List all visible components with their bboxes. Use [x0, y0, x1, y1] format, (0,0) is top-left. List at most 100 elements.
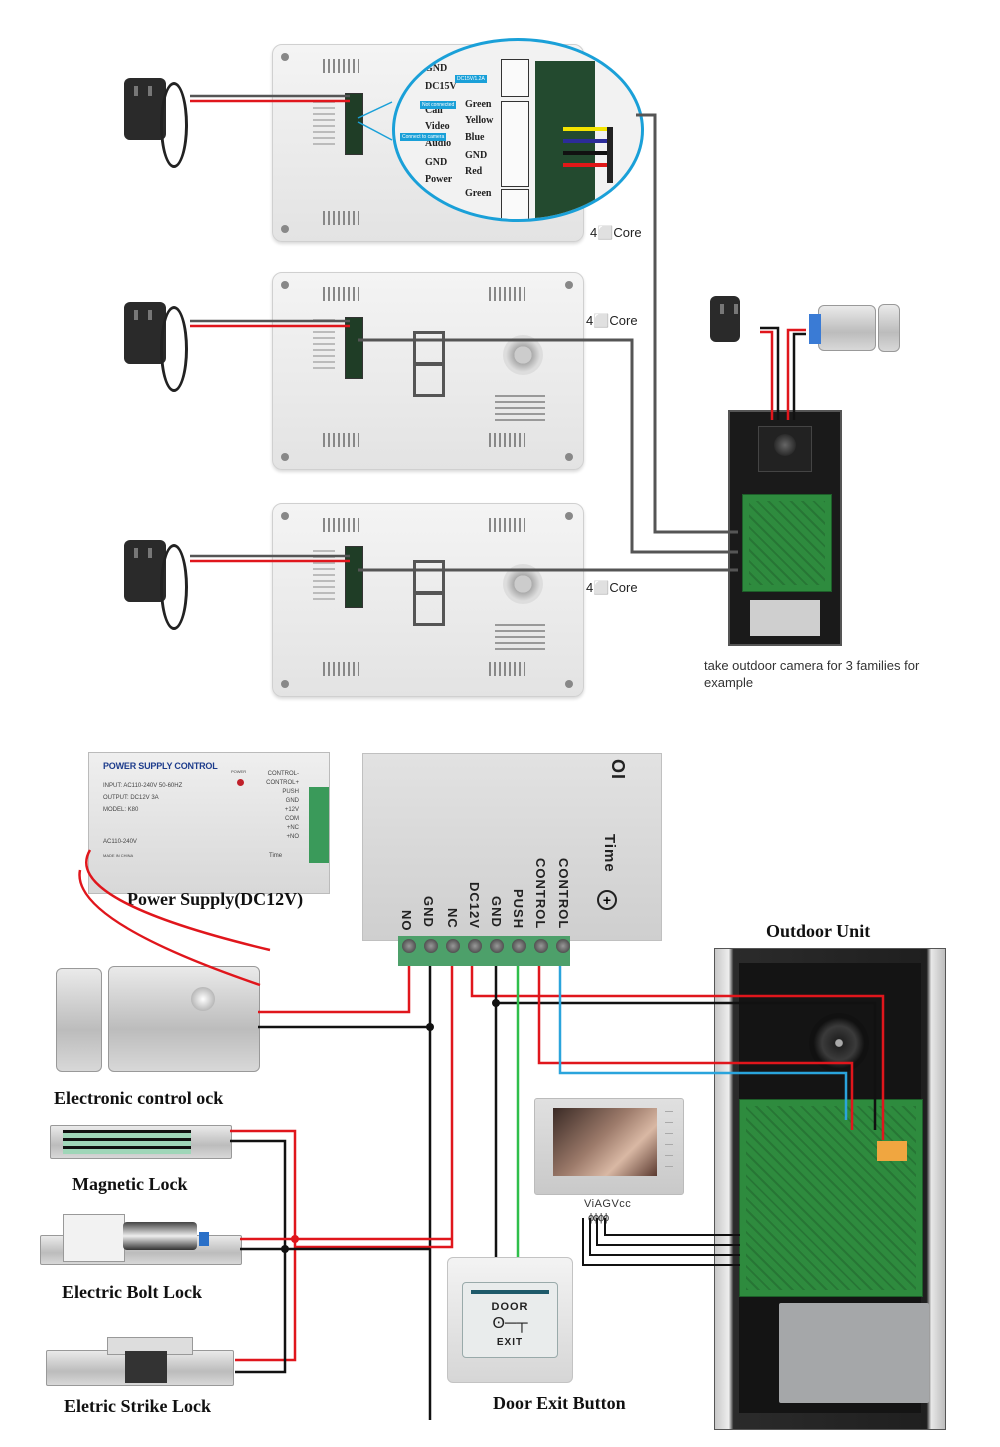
controller-terminal-nc: NC	[445, 908, 460, 929]
power-supply-caption: Power Supply(DC12V)	[127, 889, 304, 909]
controller-screw-terminal	[398, 936, 570, 966]
callout-wire-gnd: GND	[465, 150, 488, 161]
callout-pin-call: Call	[425, 105, 443, 116]
power-adapter-2	[124, 302, 166, 364]
controller-time-label: Time	[601, 834, 618, 873]
electric-bolt-lock	[40, 1214, 242, 1265]
psu-terminal-2: PUSH	[282, 789, 299, 795]
psu-time-label: Time	[269, 853, 283, 859]
access-controller-box: IO Time +	[362, 753, 662, 941]
tag-not-connected: Not connected	[420, 101, 457, 109]
callout-connector-3	[501, 189, 529, 219]
psu-terminal-3: GND	[285, 798, 299, 804]
psu-made-in: MADE IN CHINA	[103, 853, 134, 858]
psu-terminal-5: COM	[285, 816, 299, 822]
strike-lock-caption: Eletric Strike Lock	[64, 1396, 211, 1416]
callout-connector-1	[501, 59, 529, 97]
callout-connector-2	[501, 101, 529, 187]
psu-terminal-7: +NO	[286, 834, 299, 840]
callout-wire-yellow: Yellow	[465, 115, 494, 126]
adapter-cord-2	[160, 306, 188, 392]
cable-label-2: 4⬜Core	[586, 313, 638, 328]
controller-terminal-gnd2: GND	[489, 896, 504, 928]
adapter-cord-3	[160, 544, 188, 630]
psu-terminal-0: CONTROL-	[267, 771, 299, 777]
outdoor-camera-top	[728, 410, 842, 646]
psu-input: INPUT: AC110-240V 50-60HZ	[103, 783, 183, 789]
adapter-cord-1	[160, 82, 188, 168]
model-label-3	[495, 624, 545, 650]
wire-cam-adapter-red	[760, 330, 774, 420]
model-label-2	[495, 395, 545, 421]
callout-pin-dc15v: DC15V	[425, 81, 457, 92]
callout-pin-gnd2: GND	[425, 157, 448, 168]
cable-label-1: 4⬜Core	[590, 225, 642, 240]
wire-cam-lock-black	[792, 332, 806, 420]
psu-output: OUTPUT: DC12V 3A	[103, 795, 159, 801]
psu-terminal-6: +NC	[286, 825, 299, 831]
callout-pin-gnd: GND	[425, 63, 448, 74]
junction-red-bus	[291, 1235, 299, 1243]
controller-terminal-control-1: CONTROL	[533, 858, 548, 930]
exit-text: EXIT	[496, 1337, 524, 1348]
monitor-pin-labels: ViAGVcc	[584, 1198, 632, 1210]
wire-cam-lock-red	[786, 328, 806, 420]
callout-pin-audio: Audio	[425, 138, 452, 149]
controller-io-label: IO	[609, 758, 629, 780]
bolt-lock-caption: Electric Bolt Lock	[62, 1282, 202, 1302]
controller-terminal-push: PUSH	[511, 889, 526, 930]
indoor-monitor-back-3	[272, 503, 584, 697]
monitor-pin-rings: ɸɸɸɸ	[588, 1212, 609, 1224]
psu-ac-label: AC110-240V	[103, 839, 137, 845]
power-supply-control-box: POWER SUPPLY CONTROL INPUT: AC110-240V 5…	[88, 752, 330, 894]
power-led	[237, 779, 244, 786]
power-adapter-3	[124, 540, 166, 602]
outdoor-caption: take outdoor camera for 3 families for e…	[704, 658, 920, 690]
magnetic-lock-caption: Magnetic Lock	[72, 1174, 188, 1194]
callout-wire-blue: Blue	[465, 132, 485, 143]
top-lock-strike	[878, 304, 900, 352]
callout-wire-green2: Green	[465, 188, 492, 199]
junction-black-bus	[281, 1245, 289, 1253]
outdoor-unit	[714, 948, 946, 1430]
outdoor-speaker	[809, 1013, 869, 1073]
tag-dc15v: DC15V/1.2A	[455, 75, 487, 83]
controller-terminal-control-2: CONTROL	[556, 858, 571, 930]
wire-cam-adapter-black	[760, 326, 780, 420]
time-adjust-knob-icon[interactable]: +	[597, 890, 617, 910]
terminal-zoom-callout: GND DC15V Call Video Audio GND Power Gre…	[392, 38, 644, 222]
callout-pin-power: Power	[425, 174, 453, 185]
monitor-screen	[553, 1108, 657, 1176]
outdoor-unit-caption: Outdoor Unit	[766, 921, 871, 941]
door-exit-button: DOOR ʘ─┬ EXIT	[447, 1257, 573, 1383]
tag-connect-camera: Connect to camera	[400, 133, 447, 141]
psu-terminal-4: +12V	[284, 807, 299, 813]
controller-terminal-dc12v: DC12V	[467, 882, 482, 929]
magnetic-lock	[50, 1125, 232, 1159]
wire-nc-red	[296, 966, 454, 1249]
psu-model: MODEL: K80	[103, 807, 139, 813]
callout-wire-green: Green	[465, 99, 492, 110]
psu-terminal-1: CONTROL+	[266, 780, 299, 786]
exit-button-caption: Door Exit Button	[493, 1393, 626, 1413]
top-electric-lock	[809, 305, 876, 351]
controller-terminal-no: NO	[399, 910, 414, 932]
callout-wire-red: Red	[465, 166, 483, 177]
cable-label-3: 4⬜Core	[586, 580, 638, 595]
controller-terminal-gnd: GND	[421, 896, 436, 928]
electric-strike-lock	[46, 1337, 234, 1386]
psu-power-led-label: POWER	[231, 769, 247, 774]
junction-gnd2	[492, 999, 500, 1007]
outdoor-battery-area	[779, 1303, 929, 1403]
electronic-control-lock	[56, 968, 102, 1072]
indoor-monitor-back-2	[272, 272, 584, 470]
key-icon: ʘ─┬	[492, 1315, 528, 1332]
electronic-lock-caption: Electronic control ock	[54, 1088, 224, 1108]
outdoor-pcb	[739, 1099, 923, 1297]
exit-door-text: DOOR	[491, 1301, 529, 1313]
monitor-terminal-1	[345, 93, 363, 155]
psu-title: POWER SUPPLY CONTROL	[103, 761, 218, 771]
camera-power-adapter	[710, 296, 740, 342]
power-adapter-1	[124, 78, 166, 140]
psu-terminal-block	[309, 787, 329, 863]
